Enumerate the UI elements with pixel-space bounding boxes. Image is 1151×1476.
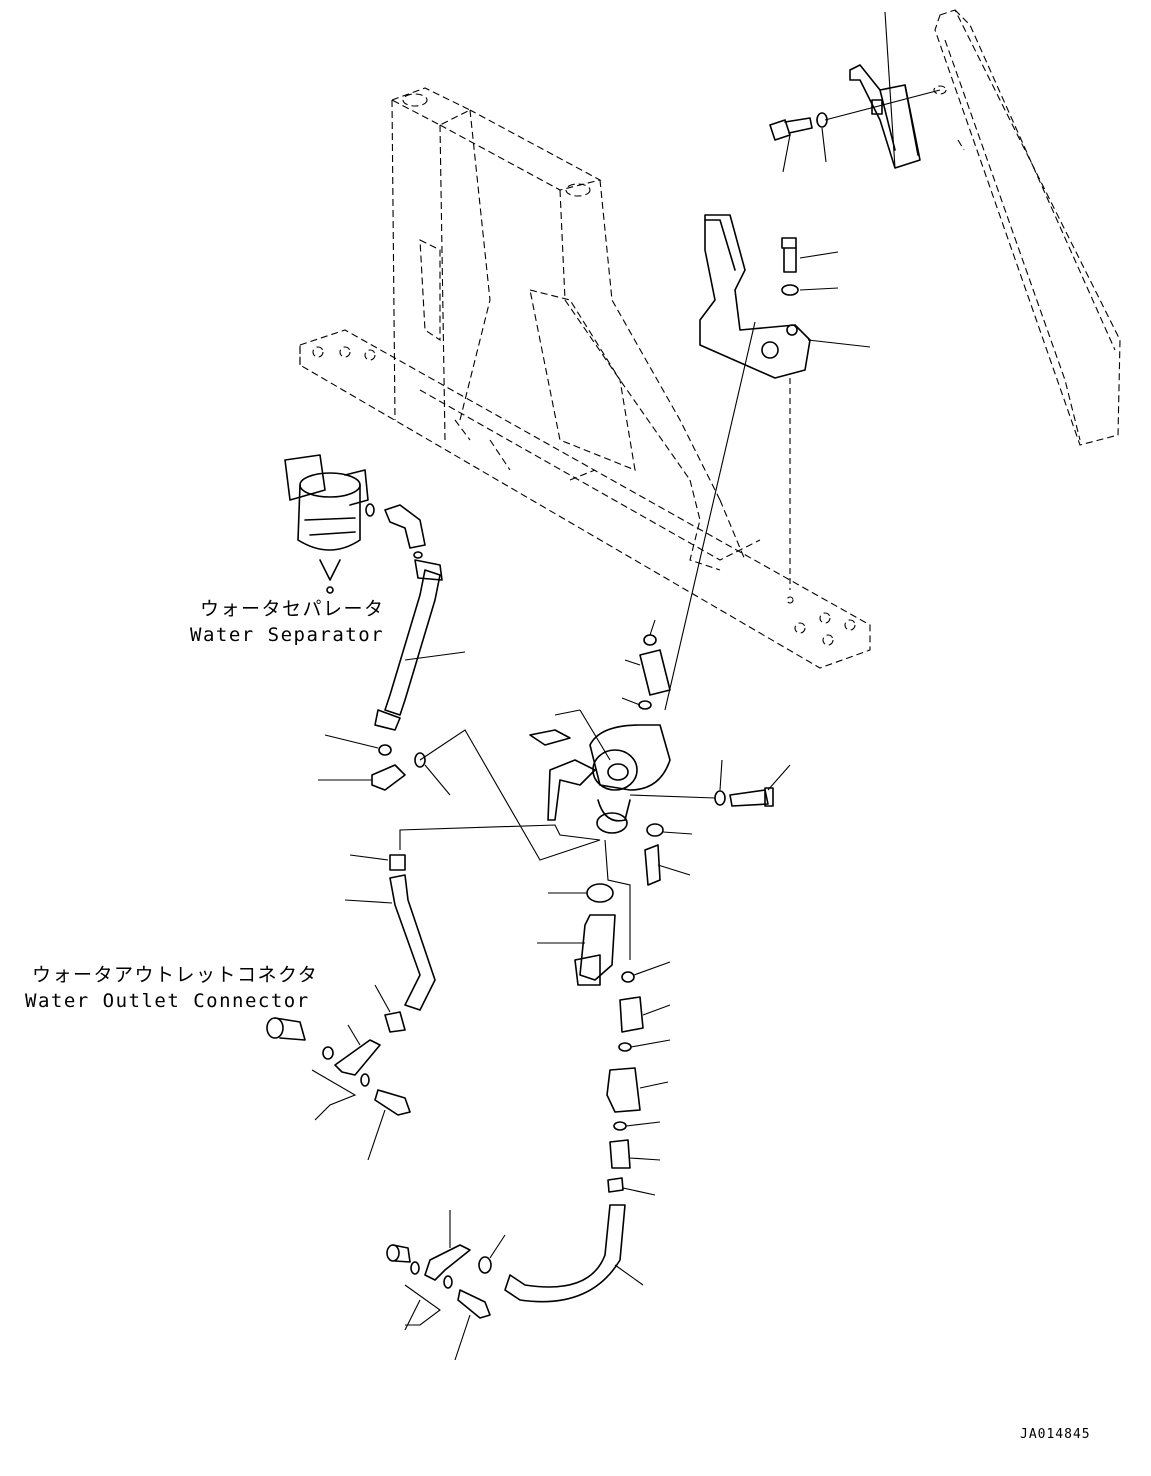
machine-frame <box>299 87 871 669</box>
outlet-hose <box>344 854 436 1033</box>
fuel-hose-upper <box>374 559 466 731</box>
lower-hose <box>504 1204 644 1303</box>
figure-id: JA014845 <box>1020 1427 1091 1442</box>
support-bracket <box>664 214 871 711</box>
water-separator <box>284 454 426 594</box>
water-separator-label-jp: ウォータセパレータ <box>200 598 385 620</box>
upper-connector <box>266 1017 411 1161</box>
water-outlet-label-en: Water Outlet Connector <box>25 990 310 1012</box>
side-panel <box>933 9 1121 446</box>
outlet-housing <box>529 619 791 960</box>
water-outlet-label-jp: ウォータアウトレットコネクタ <box>32 964 319 986</box>
lower-connector <box>386 1210 506 1361</box>
filter-element <box>537 883 616 986</box>
upper-bracket <box>769 11 941 173</box>
water-separator-label-en: Water Separator <box>190 624 385 646</box>
fitting-chain <box>606 961 671 1196</box>
left-fittings <box>318 729 601 861</box>
